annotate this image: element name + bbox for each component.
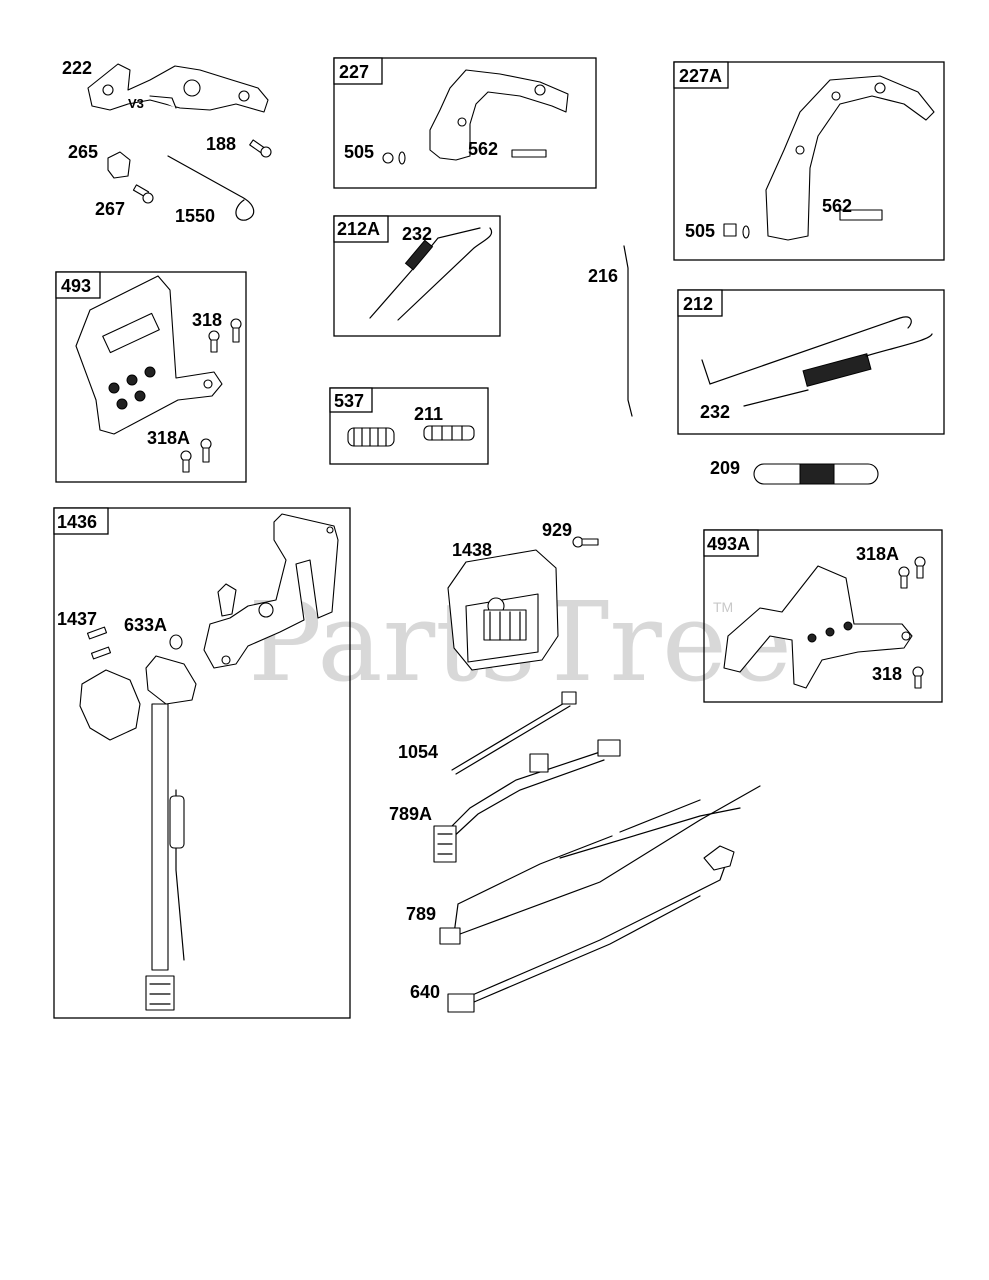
- part-537-spring[interactable]: [347, 427, 395, 447]
- part-267-screw[interactable]: [132, 184, 154, 204]
- part-1436-harness[interactable]: [145, 703, 185, 1011]
- label-318A-b: 318A: [856, 544, 899, 564]
- label-562-b: 562: [822, 196, 852, 216]
- label-222: 222: [62, 58, 92, 78]
- box-212A: [333, 215, 501, 337]
- box-493: [55, 271, 247, 483]
- part-227A-hardware[interactable]: [723, 209, 883, 239]
- label-v3: V3: [128, 96, 144, 111]
- label-537: 537: [334, 391, 364, 411]
- label-212: 212: [683, 294, 713, 314]
- part-789-harness[interactable]: [439, 785, 761, 945]
- part-318-screw-b[interactable]: [912, 666, 924, 689]
- tab-537: [329, 387, 373, 413]
- part-633A-switch[interactable]: [79, 634, 197, 741]
- box-212: [677, 289, 945, 435]
- label-633A: 633A: [124, 615, 167, 635]
- part-929-screw[interactable]: [572, 536, 599, 548]
- box-493A: [703, 529, 943, 703]
- label-929: 929: [542, 520, 572, 540]
- box-227: [333, 57, 597, 189]
- part-188-screw[interactable]: [249, 139, 272, 158]
- part-493-bracket[interactable]: [75, 275, 223, 435]
- label-211: 211: [414, 404, 443, 424]
- label-212A: 212A: [337, 219, 380, 239]
- label-232-a: 232: [402, 224, 432, 244]
- part-1054-cable-tie[interactable]: [451, 691, 577, 775]
- label-318-b: 318: [872, 664, 902, 684]
- part-212-link-spring[interactable]: [701, 316, 933, 407]
- label-267: 267: [95, 199, 125, 219]
- tab-493A: [703, 529, 759, 557]
- part-222-bracket[interactable]: [87, 63, 269, 113]
- part-212A-spring-link[interactable]: [369, 227, 493, 321]
- part-211-spring[interactable]: [423, 425, 475, 441]
- part-1436-bracket[interactable]: [203, 513, 339, 669]
- part-227A-bracket[interactable]: [765, 75, 935, 241]
- part-640-wire[interactable]: [447, 845, 735, 1013]
- part-227-bracket[interactable]: [429, 69, 569, 161]
- label-789: 789: [406, 904, 436, 924]
- label-1437: 1437: [57, 609, 97, 629]
- label-1436: 1436: [57, 512, 97, 532]
- label-318A-a: 318A: [147, 428, 190, 448]
- part-1550-link[interactable]: [167, 155, 255, 221]
- label-188: 188: [206, 134, 236, 154]
- part-789A-harness[interactable]: [433, 739, 621, 863]
- part-1437-screws[interactable]: [86, 626, 112, 660]
- part-1438-module[interactable]: [447, 549, 559, 671]
- part-216-rod[interactable]: [623, 245, 633, 417]
- part-318A-screws[interactable]: [180, 438, 212, 473]
- label-227A: 227A: [679, 66, 722, 86]
- tab-227A: [673, 61, 729, 89]
- part-318A-screws-b[interactable]: [898, 556, 926, 589]
- tab-212A: [333, 215, 389, 243]
- label-318-a: 318: [192, 310, 222, 330]
- tab-227: [333, 57, 383, 85]
- part-227-hardware[interactable]: [382, 149, 547, 165]
- label-1550: 1550: [175, 206, 215, 226]
- label-265: 265: [68, 142, 98, 162]
- label-505-b: 505: [685, 221, 715, 241]
- label-493A: 493A: [707, 534, 750, 554]
- part-209-spring[interactable]: [753, 463, 879, 485]
- label-562-a: 562: [468, 139, 498, 159]
- watermark-trademark: TM: [713, 599, 733, 615]
- part-493A-bracket[interactable]: [723, 565, 913, 689]
- label-1438: 1438: [452, 540, 492, 560]
- box-227A: [673, 61, 945, 261]
- tab-493: [55, 271, 101, 299]
- label-209: 209: [710, 458, 740, 478]
- label-505-a: 505: [344, 142, 374, 162]
- label-640: 640: [410, 982, 440, 1002]
- label-1054: 1054: [398, 742, 438, 762]
- label-216: 216: [588, 266, 618, 286]
- part-318-screws[interactable]: [208, 318, 242, 353]
- box-1436: [53, 507, 351, 1019]
- label-493: 493: [61, 276, 91, 296]
- part-265-clip[interactable]: [107, 151, 131, 179]
- label-789A: 789A: [389, 804, 432, 824]
- box-537: [329, 387, 489, 465]
- label-227: 227: [339, 62, 369, 82]
- label-232-b: 232: [700, 402, 730, 422]
- tab-212: [677, 289, 723, 317]
- tab-1436: [53, 507, 109, 535]
